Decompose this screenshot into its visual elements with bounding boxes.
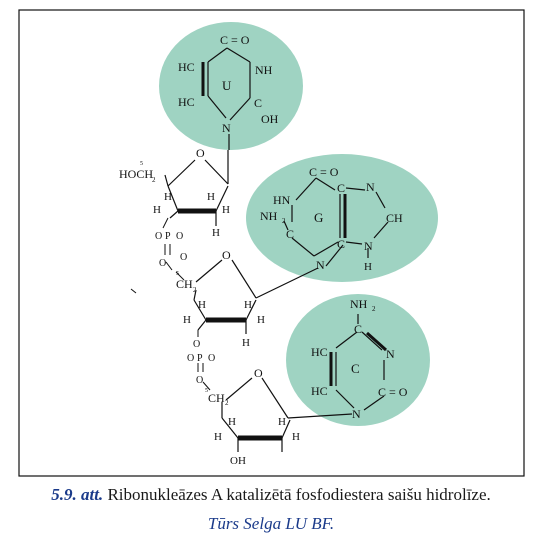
ribose-3: O CH 2 H H H H OH <box>208 366 353 467</box>
cytosine-label: C <box>351 361 360 376</box>
cytosine-hc-2: HC <box>311 384 328 398</box>
phosphate-1-o-right: O <box>176 231 183 242</box>
cytosine-n-link: N <box>352 407 361 421</box>
molecule-diagram: C = O HC HC NH C OH N U O 5 HOCH 2 H H H… <box>18 9 525 477</box>
ribose-3-h2: H <box>278 416 286 428</box>
cytosine-c-eq-o: C = O <box>378 385 408 399</box>
ribose-3-sub2: 2 <box>225 399 229 407</box>
uracil-n: N <box>222 121 231 135</box>
phosphate-2: O O P O O 5 <box>187 330 215 394</box>
ribose-3-h4: H <box>292 431 300 443</box>
cytosine-base: NH 2 C HC HC N C = O N C <box>286 294 430 426</box>
phosphate-2-p: P <box>197 353 203 364</box>
cytosine-ellipse <box>286 294 430 426</box>
ribose-2-h4: H <box>257 314 265 326</box>
ribose-3-h1: H <box>228 416 236 428</box>
ribose-1-prime5: 5 <box>140 161 143 167</box>
ribose-1-hoch2: HOCH <box>119 167 153 181</box>
ribose-3-oh: OH <box>230 455 246 467</box>
uracil-oh: OH <box>261 112 279 126</box>
uracil-nh: NH <box>255 63 273 77</box>
phosphate-1-prime5: 5 <box>176 271 179 277</box>
phosphate-1-o-bottom-right: O <box>180 252 187 263</box>
guanine-c-eq-o: C = O <box>309 165 339 179</box>
ribose-1-h1: H <box>164 191 172 203</box>
phosphate-1: O P O O O 5 <box>130 217 187 294</box>
ribose-1-sub2: 2 <box>152 176 156 184</box>
phosphate-2-o-left: O <box>187 353 194 364</box>
ribose-2-o: O <box>222 248 231 262</box>
ribose-2-h1: H <box>198 299 206 311</box>
ribose-1-h3: H <box>153 204 161 216</box>
phosphate-2-o-top: O <box>193 339 200 350</box>
guanine-n-link: N <box>316 258 325 272</box>
ribose-1: O 5 HOCH 2 H H H H H <box>119 146 230 239</box>
guanine-c-top: C <box>337 181 345 195</box>
figure-frame <box>18 9 525 477</box>
ribose-2-h2: H <box>244 299 252 311</box>
guanine-h-bottom: H <box>364 261 372 273</box>
ribose-1-h4: H <box>222 204 230 216</box>
guanine-ellipse <box>246 154 438 282</box>
guanine-n-bottom: N <box>364 239 373 253</box>
phosphate-2-o-bottom: O <box>196 375 203 386</box>
guanine-nh2-sub: 2 <box>282 217 286 225</box>
guanine-base: C = O HN NH 2 C C C N CH N H N G N <box>246 154 438 282</box>
cytosine-nh2-sub: 2 <box>372 305 376 313</box>
uracil-label: U <box>222 78 232 93</box>
cytosine-nh2: NH <box>350 297 368 311</box>
phosphate-1-o-bottom: O <box>159 258 166 269</box>
guanine-label: G <box>314 210 323 225</box>
guanine-nh2: NH <box>260 209 278 223</box>
guanine-hn: HN <box>273 193 291 207</box>
cytosine-hc-1: HC <box>311 345 328 359</box>
rna-structure-svg: C = O HC HC NH C OH N U O 5 HOCH 2 H H H… <box>18 9 525 477</box>
figure-credit: Tūrs Selga LU BF. <box>207 514 335 533</box>
guanine-n-top: N <box>366 180 375 194</box>
uracil-ellipse <box>159 22 303 150</box>
uracil-c-eq-o: C = O <box>220 33 250 47</box>
ribose-3-h3: H <box>214 431 222 443</box>
ribose-3-o: O <box>254 366 263 380</box>
ribose-2-h5: H <box>242 337 250 349</box>
uracil-hc-1: HC <box>178 60 195 74</box>
ribose-2-ch2: CH <box>176 277 193 291</box>
phosphate-2-o-right: O <box>208 353 215 364</box>
guanine-ch: CH <box>386 211 403 225</box>
phosphate-2-prime5: 5 <box>205 388 208 394</box>
ribose-2-h3: H <box>183 314 191 326</box>
phosphate-1-p: P <box>165 231 171 242</box>
ribose-1-o: O <box>196 146 205 160</box>
caption-text: Ribonukleāzes A katalizētā fosfodiestera… <box>103 485 491 504</box>
phosphate-1-o-left: O <box>155 231 162 242</box>
figure-number: 5.9. att. <box>51 485 104 504</box>
ribose-2: O CH 2 H H H H H <box>176 248 319 349</box>
cytosine-n-right: N <box>386 347 395 361</box>
guanine-n-right: N <box>385 221 386 223</box>
ribose-3-ch2: CH <box>208 391 225 405</box>
guanine-c-bottom: C <box>337 237 345 251</box>
figure-caption: 5.9. att. Ribonukleāzes A katalizētā fos… <box>0 484 542 506</box>
uracil-c: C <box>254 96 262 110</box>
ribose-2-sub2: 2 <box>193 286 197 294</box>
guanine-c-left: C <box>286 227 294 241</box>
cytosine-c-top: C <box>354 322 362 336</box>
uracil-base: C = O HC HC NH C OH N U <box>159 22 303 150</box>
uracil-hc-2: HC <box>178 95 195 109</box>
ribose-1-h2: H <box>207 191 215 203</box>
ribose-1-h5: H <box>212 227 220 239</box>
